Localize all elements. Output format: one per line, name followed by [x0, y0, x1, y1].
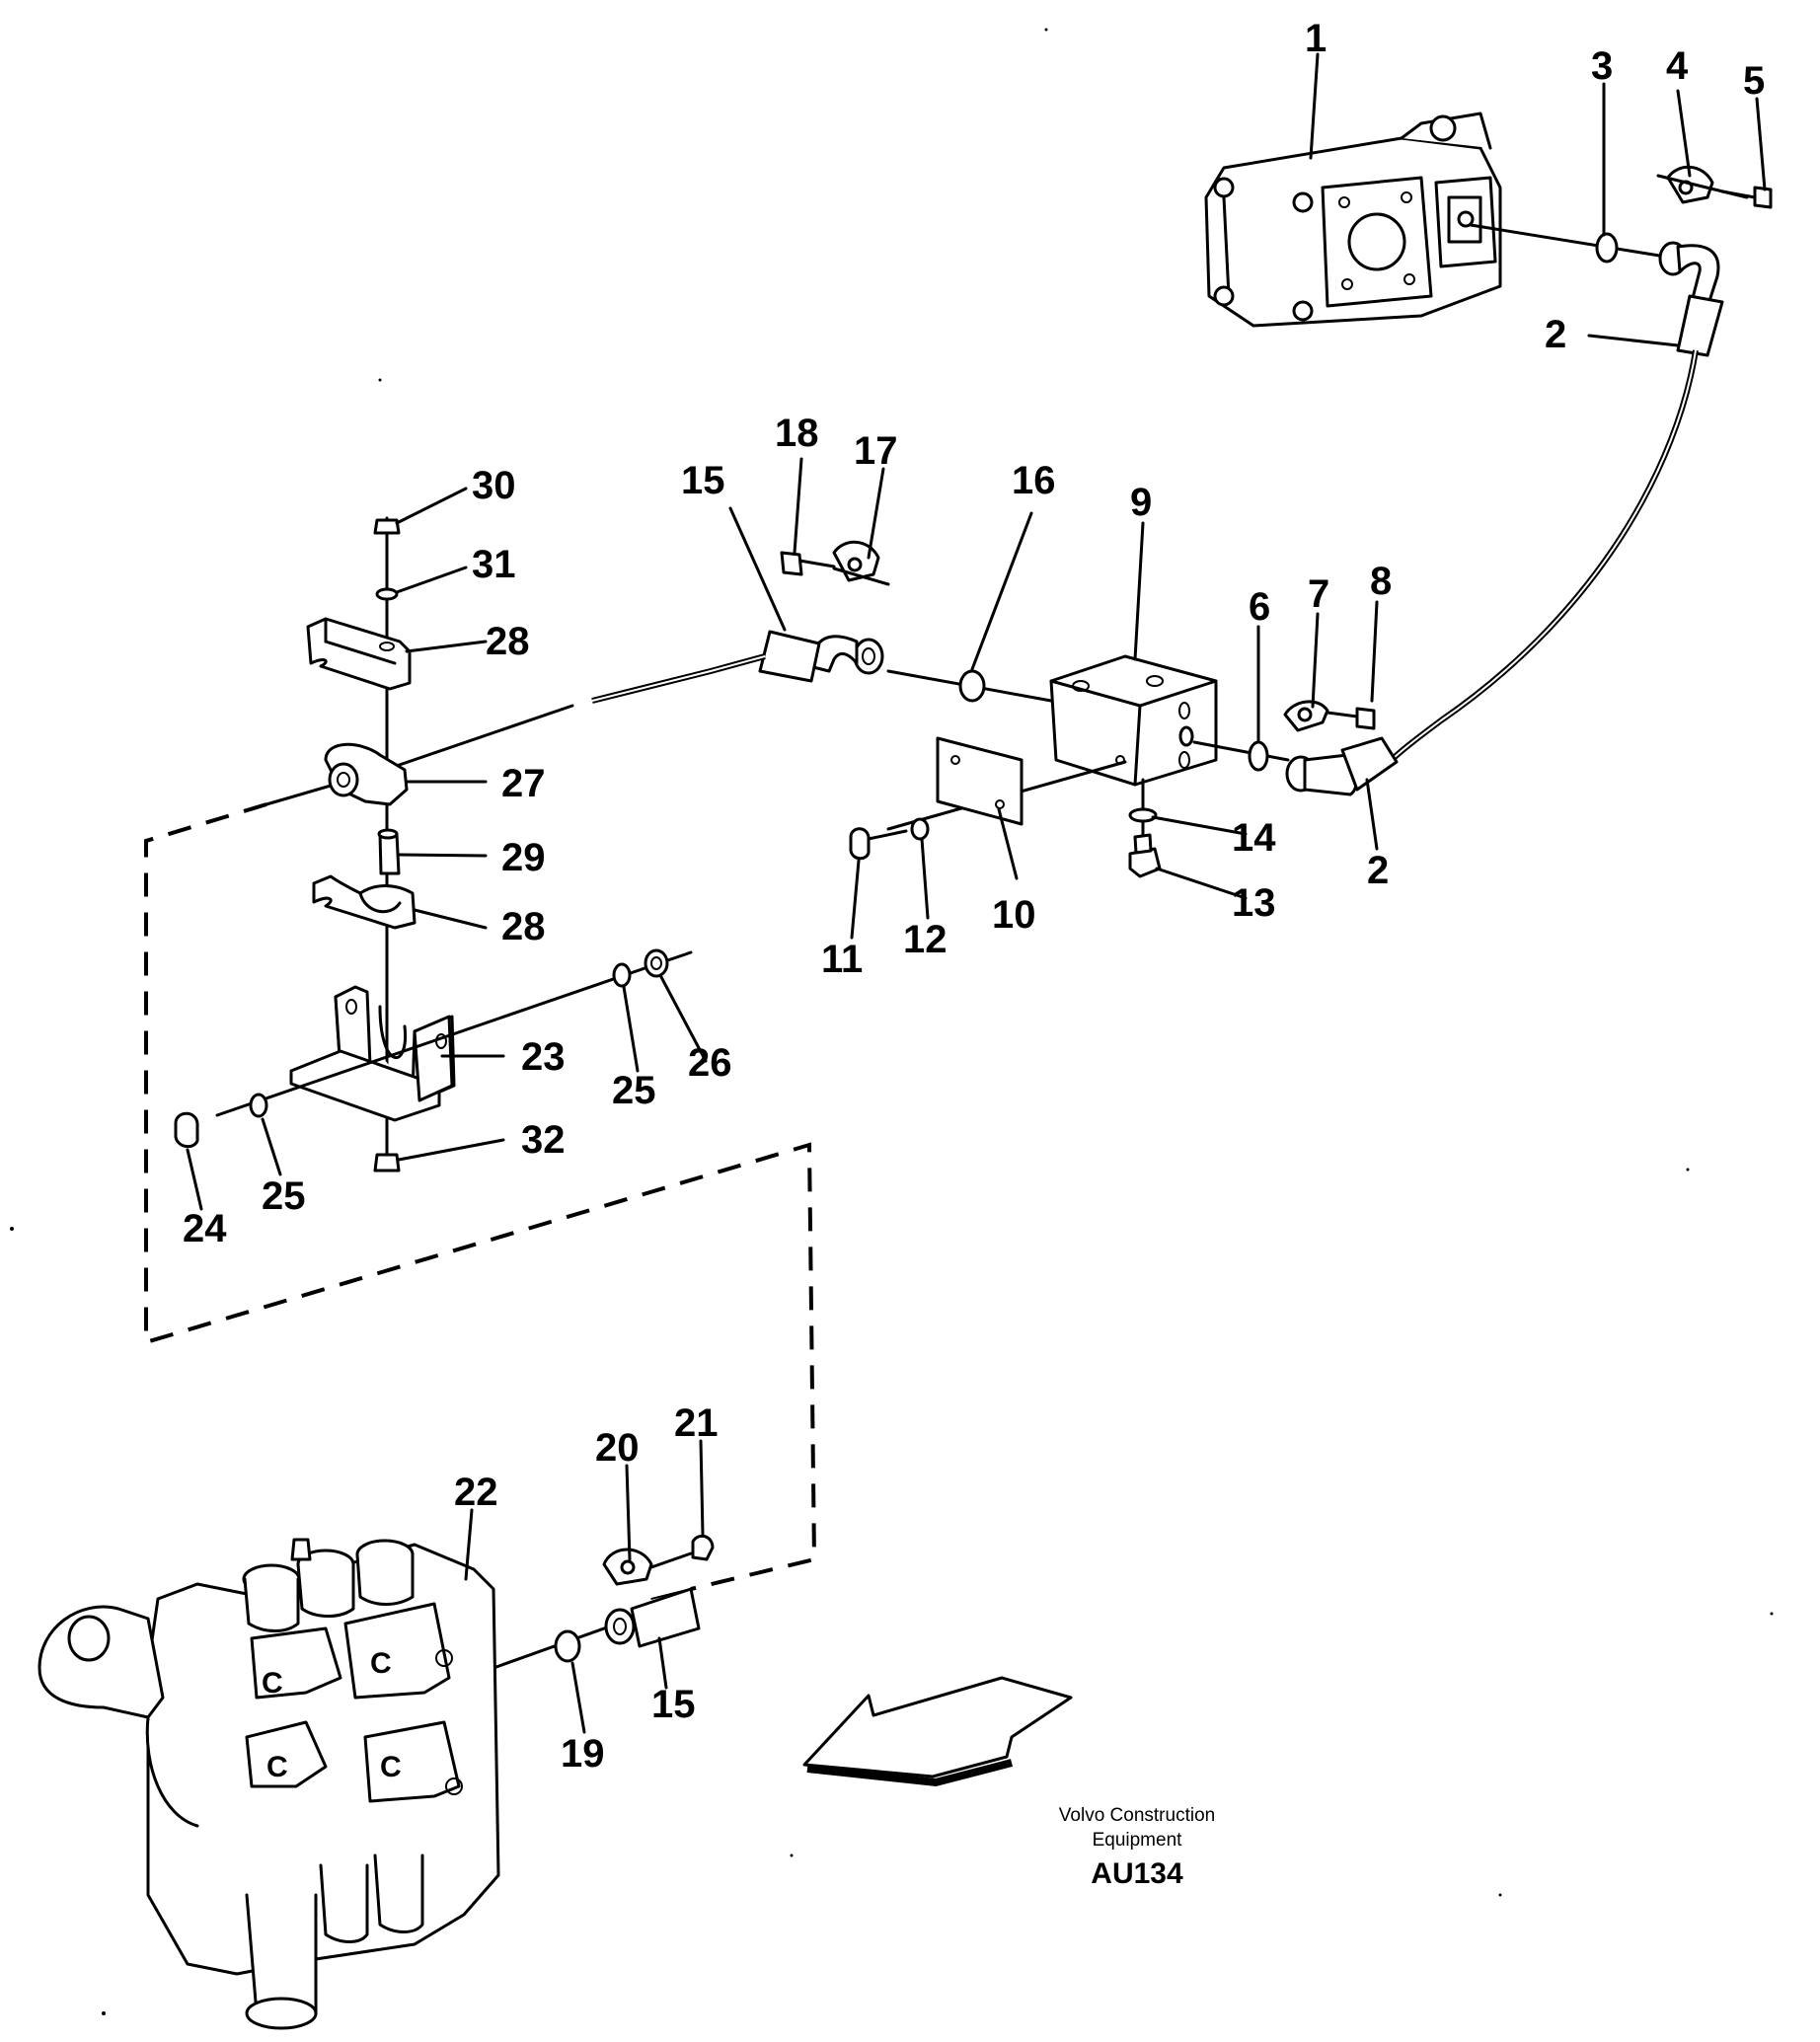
callout-17: 17: [854, 429, 898, 473]
drawing-code: AU134: [1091, 1857, 1183, 1890]
washer-12: [910, 817, 930, 841]
callout-3: 3: [1591, 44, 1613, 88]
hose-fitting-right: [1285, 736, 1399, 796]
washer-31: [375, 587, 399, 601]
o-ring-3: [1595, 232, 1619, 264]
clamp-20: [602, 1548, 693, 1586]
bolt-24: [174, 1111, 199, 1149]
credit-line-1: Volvo Construction: [1059, 1805, 1215, 1826]
hose-fitting-15-lower: [604, 1587, 701, 1648]
credit-line-2: Equipment: [1093, 1830, 1183, 1851]
svg-text:C: C: [370, 1647, 392, 1680]
callout-23: 23: [521, 1035, 566, 1079]
bracket-23: [289, 985, 456, 1122]
direction-arrow: [802, 1676, 1073, 1778]
callout-15-lower: 15: [651, 1683, 696, 1726]
callout-22: 22: [454, 1471, 498, 1514]
clamp-7: [1283, 700, 1376, 732]
valve-block-9: [1049, 654, 1218, 787]
callout-7: 7: [1308, 572, 1329, 616]
callout-27: 27: [501, 762, 546, 805]
callout-31: 31: [472, 543, 516, 586]
hydraulic-pump: [1204, 112, 1502, 328]
clamp-17: [832, 540, 890, 586]
control-valve-22: C C C C: [38, 1538, 500, 2030]
callout-16: 16: [1012, 459, 1056, 502]
callout-21: 21: [674, 1401, 719, 1445]
callout-26: 26: [688, 1041, 732, 1085]
o-ring-6: [1248, 740, 1269, 772]
callout-25-right: 25: [612, 1069, 656, 1112]
spacer-29: [377, 828, 401, 875]
callout-labels: 1 2 2 3 4 5 6 7 8 9 10 11 12 13 14 15 15…: [183, 17, 1765, 1776]
callout-15-upper: 15: [681, 459, 725, 502]
callout-6: 6: [1249, 585, 1270, 629]
callout-13: 13: [1232, 881, 1276, 925]
callout-14: 14: [1232, 816, 1276, 860]
callout-29: 29: [501, 836, 546, 879]
callout-32: 32: [521, 1118, 566, 1162]
washer-14: [1128, 807, 1158, 823]
callout-4: 4: [1666, 44, 1689, 88]
callout-12: 12: [903, 918, 948, 961]
hose-fitting-15-upper: [758, 630, 884, 683]
callout-5: 5: [1743, 59, 1765, 103]
callout-20: 20: [595, 1426, 640, 1470]
callout-25-left: 25: [262, 1174, 306, 1218]
callout-24: 24: [183, 1207, 227, 1250]
nut-26: [644, 948, 669, 978]
clamp-27: [324, 742, 409, 806]
bolt-21: [691, 1534, 715, 1561]
bolt-18: [780, 551, 836, 576]
scan-specks: [10, 28, 1774, 2015]
washer-25-right: [612, 962, 632, 988]
leader-lines: [186, 52, 1767, 1734]
callout-9: 9: [1130, 481, 1152, 524]
callout-28-upper: 28: [486, 620, 530, 663]
direction-arrow-shadow: [806, 1759, 1014, 1787]
callout-10: 10: [992, 893, 1036, 937]
svg-text:C: C: [262, 1667, 283, 1700]
callout-19: 19: [561, 1732, 605, 1776]
callout-30: 30: [472, 464, 516, 507]
clamp-half-28-upper: [306, 617, 412, 691]
bolt-30: [373, 518, 401, 567]
credit-block: Volvo Construction Equipment AU134: [1059, 1805, 1215, 1890]
callout-8: 8: [1370, 560, 1392, 603]
bolt-32: [373, 1118, 401, 1172]
hose-fitting-top: [1658, 241, 1724, 357]
callout-18: 18: [775, 412, 819, 455]
svg-text:C: C: [266, 1751, 288, 1783]
o-ring-19: [554, 1629, 581, 1663]
washer-25-left: [249, 1093, 268, 1118]
clamp-half-28-lower: [312, 874, 417, 930]
callout-2-top: 2: [1545, 313, 1566, 356]
callout-11: 11: [821, 938, 863, 981]
o-ring-16: [958, 669, 986, 703]
bolt-11: [849, 827, 908, 861]
callout-2-bottom: 2: [1367, 849, 1389, 892]
svg-text:C: C: [380, 1751, 402, 1783]
plug-13: [1128, 833, 1162, 878]
callout-28-lower: 28: [501, 905, 546, 948]
clamp-4: [1656, 165, 1749, 204]
callout-1: 1: [1305, 17, 1327, 60]
